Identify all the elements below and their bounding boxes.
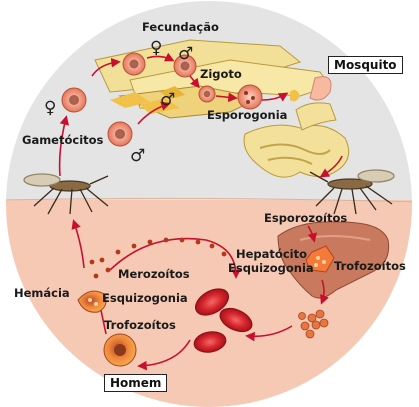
gametocytes-label: Gametócitos: [22, 133, 104, 147]
mosquito-host-label: Mosquito: [328, 56, 403, 74]
fertilization-cells: [122, 52, 216, 103]
fertilization-label: Fecundação: [142, 20, 219, 34]
merozoites-label: Merozoítos: [118, 267, 190, 281]
exo-schizogony-label: Esquizogonia: [228, 261, 314, 275]
male-symbol-top: ♂: [178, 44, 194, 64]
human-host-label: Homem: [104, 374, 168, 392]
hepatocyte-label: Hepatócito: [236, 247, 307, 261]
salivary-gland: [243, 76, 350, 178]
trophozoite-cell: [103, 333, 137, 367]
zygote-label: Zigoto: [200, 67, 242, 81]
liver-trophozoites-label: Trofozoítos: [334, 259, 406, 273]
red-cell-schizont: [77, 290, 107, 313]
sporogony-label: Esporogonia: [207, 108, 288, 122]
blood-trophozoites-label: Trofozoítos: [104, 318, 176, 332]
gland-to-mosquito-arrow: [319, 155, 343, 178]
red-cell-label: Hemácia: [14, 286, 70, 300]
mosquito-right: [309, 169, 395, 215]
male-symbol-mid: ♂: [160, 90, 176, 110]
sporozoites-label: Esporozoítos: [264, 211, 348, 225]
mosquito-cycle-arrows: [58, 52, 289, 177]
merozoite-dots: [89, 237, 227, 279]
mosquito-left: [23, 173, 109, 215]
gametocyte-cells: [61, 87, 133, 147]
male-symbol-bottom: ♂: [130, 146, 146, 166]
blood-schizogony-label: Esquizogonia: [102, 291, 188, 305]
female-symbol-left: ♀: [44, 98, 57, 118]
merozoite-cluster-liver: [298, 309, 329, 339]
hepatocyte-schizont: [305, 245, 335, 273]
red-blood-cells: [193, 288, 253, 353]
female-symbol-top: ♀: [150, 38, 163, 58]
oocyst: [237, 84, 263, 110]
